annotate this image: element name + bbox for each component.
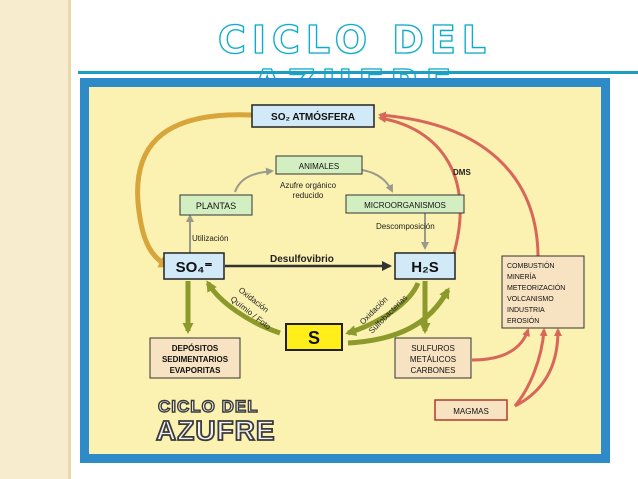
- node-fuentes-line1: COMBUSTIÓN: [507, 261, 554, 270]
- arrow-plantas-to-animales: [234, 167, 274, 193]
- label-azufre-organico-1: Azufre orgánico: [280, 181, 337, 190]
- node-h2s-box: [394, 252, 456, 280]
- node-depositos-line1: DEPÓSITOS: [172, 344, 219, 353]
- node-magmas: MAGMAS: [453, 407, 489, 416]
- label-utilizacion: Utilización: [192, 234, 228, 243]
- node-microorganismos-box: [345, 194, 465, 214]
- left-decor-edge: [68, 0, 71, 479]
- arrow-so2-to-so4: [135, 112, 253, 269]
- node-depositos-line2: SEDIMENTARIOS: [162, 355, 229, 364]
- node-microorganismos: MICROORGANISMOS: [364, 201, 446, 210]
- label-descomposicion: Descomposición: [376, 222, 435, 231]
- arrow-sulfuros-to-fuentes: [471, 328, 530, 362]
- node-so2: SO₂ ATMÓSFERA: [271, 110, 355, 123]
- node-s: S: [308, 328, 320, 348]
- logo-line1: CICLO DEL: [158, 397, 259, 416]
- arrow-h2s-to-s: [345, 281, 421, 336]
- label-desulfovibrio: Desulfovibrio: [270, 254, 334, 265]
- node-fuentes-line6: EROSIÓN: [507, 316, 539, 325]
- node-depositos-box: [149, 337, 241, 379]
- arrow-h2s-to-so2-dms: [378, 115, 462, 267]
- node-fuentes-line4: VOLCANISMO: [507, 296, 554, 303]
- arrow-s-to-h2s: [347, 287, 451, 346]
- node-sulfuros-line3: CARBONES: [411, 366, 456, 375]
- node-animales: ANIMALES: [299, 162, 339, 171]
- arrow-fuentes-to-so2: [378, 111, 540, 264]
- node-animales-box: [275, 155, 363, 175]
- node-plantas: PLANTAS: [196, 201, 236, 211]
- node-fuentes-line3: METEORIZACIÓN: [507, 283, 565, 292]
- arrow-magmas-to-fuentes: [513, 328, 548, 407]
- node-sulfuros-line2: METÁLICOS: [410, 355, 456, 364]
- node-fuentes-line5: INDUSTRIA: [507, 307, 545, 314]
- node-depositos-line3: EVAPORITAS: [170, 366, 221, 375]
- arrow-s-to-so4: [205, 280, 281, 336]
- arrow-animales-to-microorganismos: [361, 169, 393, 193]
- node-plantas-box: [179, 194, 253, 216]
- node-magmas-box: [434, 399, 508, 421]
- label-dms: DMS: [453, 168, 471, 177]
- label-azufre-organico-2: reducido: [293, 191, 324, 200]
- slide-title: CICLO DEL AZUFRE: [217, 17, 493, 106]
- node-fuentes-line2: MINERÍA: [507, 272, 537, 281]
- logo-line2: AZUFRE: [156, 415, 276, 446]
- node-sulfuros-line1: SULFUROS: [411, 344, 455, 353]
- node-so2-box: [251, 104, 375, 128]
- node-sulfuros-box: [394, 337, 472, 379]
- node-so4: SO₄⁼: [176, 259, 213, 276]
- node-so4-box: [163, 252, 225, 280]
- title-rule: [78, 71, 638, 74]
- left-decor-strip: [0, 0, 70, 479]
- sulfur-cycle-diagram: SO₂ ATMÓSFERA ANIMALES PLANTAS MICROORGA…: [80, 78, 610, 463]
- node-s-box: [285, 323, 343, 351]
- node-h2s: H₂S: [411, 259, 439, 276]
- node-fuentes-box: [501, 255, 585, 329]
- arrow-magmas-to-fuentes-2: [514, 328, 562, 408]
